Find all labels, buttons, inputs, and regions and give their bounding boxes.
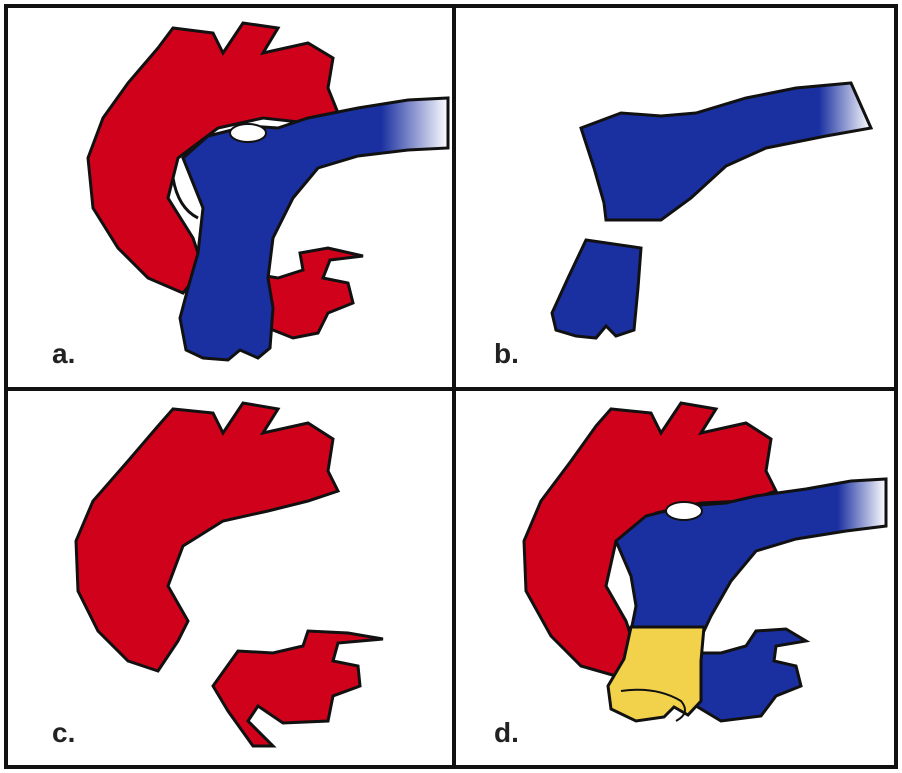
panel-a-illustration — [8, 8, 452, 387]
panel-c: c. — [4, 387, 456, 769]
pulmonary-upper-segment — [581, 83, 871, 220]
panel-d: d. — [452, 387, 898, 769]
panel-d-illustration — [456, 391, 894, 765]
panel-a: a. — [4, 4, 456, 391]
aortic-arch-upper — [76, 403, 338, 671]
panel-a-label: a. — [52, 338, 75, 370]
panel-b-illustration — [456, 8, 894, 387]
panel-c-label: c. — [52, 717, 75, 749]
panel-b-label: b. — [494, 338, 519, 370]
panel-c-illustration — [8, 391, 452, 765]
aortic-arch-lower — [213, 631, 383, 746]
panel-d-label: d. — [494, 717, 519, 749]
pulmonary-lower-segment — [552, 240, 641, 338]
arch-lumen-gap — [666, 502, 702, 520]
arch-lumen-gap — [230, 124, 266, 142]
panel-b: b. — [452, 4, 898, 391]
